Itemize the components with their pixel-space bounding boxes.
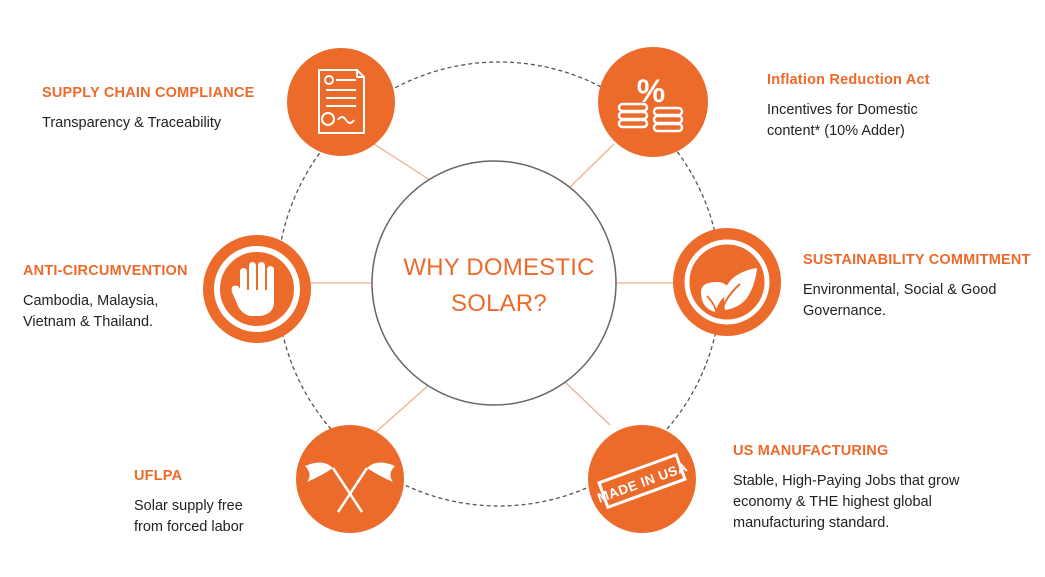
ira-line-2: content* (10% Adder) [767, 123, 905, 139]
us-manufacturing-line-1: Stable, High-Paying Jobs that grow [733, 473, 960, 489]
anti-circumvention-node [203, 235, 311, 343]
connector-supply [373, 143, 431, 181]
sustainability-node [673, 228, 781, 336]
uflpa-label: UFLPA Solar supply free from forced labo… [134, 466, 244, 538]
us-manufacturing-label: US MANUFACTURING Stable, High-Paying Job… [733, 441, 960, 534]
connector-uflpa [375, 383, 431, 433]
ira-title: Inflation Reduction Act [767, 72, 930, 88]
uflpa-node [296, 425, 404, 533]
sustainability-line-2: Governance. [803, 303, 887, 319]
anti-circumvention-line-1: Cambodia, Malaysia, [23, 293, 159, 309]
sustainability-line-1: Environmental, Social & Good [803, 282, 997, 298]
sustainability-label: SUSTAINABILITY COMMITMENT Environmental,… [803, 250, 1031, 322]
anti-circumvention-line-2: Vietnam & Thailand. [23, 314, 154, 330]
us-manufacturing-title: US MANUFACTURING [733, 443, 889, 459]
stop-hand-icon [231, 262, 274, 316]
uflpa-line-2: from forced labor [134, 519, 244, 535]
us-manufacturing-line-2: economy & THE highest global [733, 494, 932, 510]
ira-label: Inflation Reduction Act Incentives for D… [767, 70, 930, 142]
us-manufacturing-line-3: manufacturing standard. [733, 515, 890, 531]
crossed-flags-icon [305, 462, 395, 513]
connector-lines [307, 143, 678, 433]
ira-line-1: Incentives for Domestic [767, 102, 918, 118]
anti-circumvention-label: ANTI-CIRCUMVENTION Cambodia, Malaysia, V… [23, 261, 188, 333]
connector-ira [566, 143, 615, 191]
supply-chain-node [287, 48, 395, 156]
center-circle [371, 160, 617, 406]
ira-node: % [598, 47, 708, 157]
anti-circumvention-title: ANTI-CIRCUMVENTION [23, 263, 188, 279]
sustainability-title: SUSTAINABILITY COMMITMENT [803, 252, 1031, 268]
document-certificate-icon [318, 69, 365, 134]
supply-chain-label: SUPPLY CHAIN COMPLIANCE Transparency & T… [42, 83, 254, 134]
percent-coins-icon: % [617, 73, 684, 133]
uflpa-line-1: Solar supply free [134, 498, 243, 514]
center-title: WHY DOMESTIC SOLAR? [386, 250, 612, 322]
supply-chain-title: SUPPLY CHAIN COMPLIANCE [42, 85, 255, 101]
supply-chain-line-1: Transparency & Traceability [42, 115, 222, 131]
connector-usm [564, 381, 611, 426]
us-manufacturing-node: MADE IN USA [588, 425, 696, 533]
uflpa-title: UFLPA [134, 468, 183, 484]
center-title-line2: SOLAR? [451, 290, 547, 317]
center-title-line1: WHY DOMESTIC [403, 254, 595, 281]
leaves-icon [701, 268, 757, 317]
